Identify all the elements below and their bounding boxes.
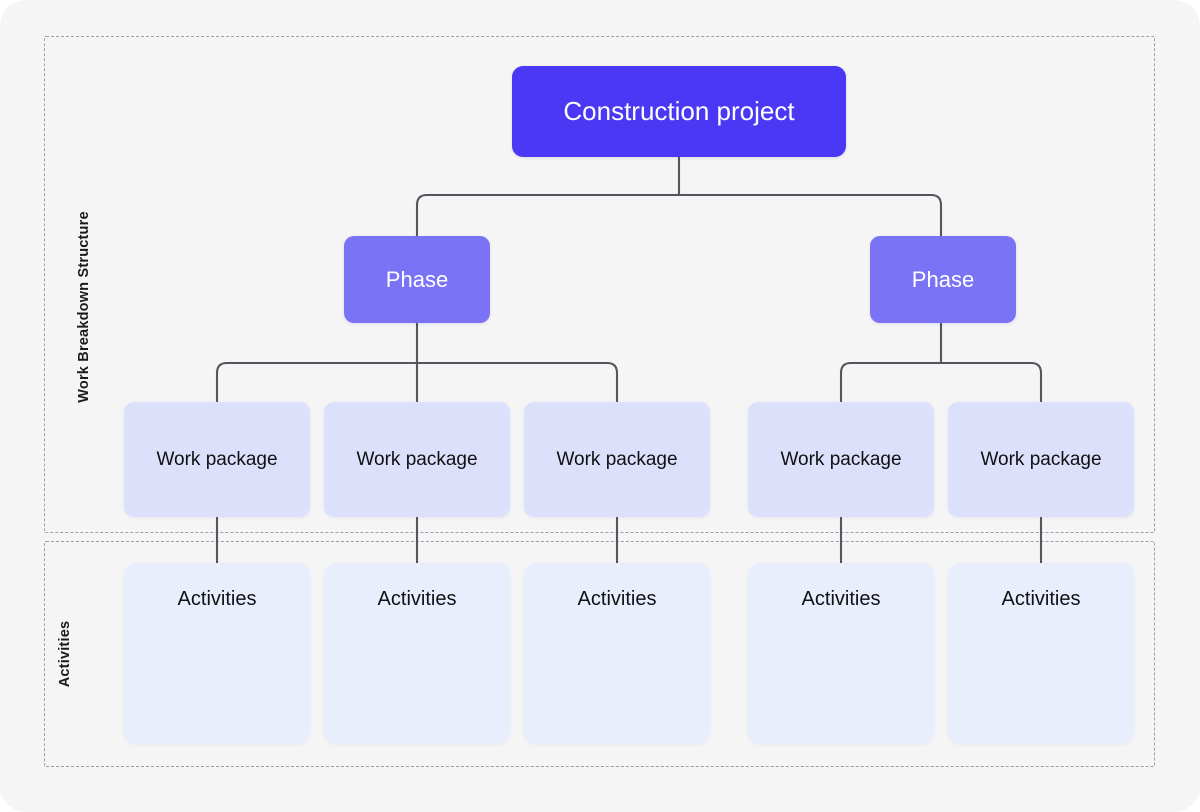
node-root-construction-project[interactable]: Construction project [512,66,846,157]
node-work-package-2[interactable]: Work package [324,402,510,517]
node-activities-5[interactable]: Activities [948,563,1134,744]
node-activities-4-label: Activities [801,588,881,610]
node-work-package-5[interactable]: Work package [948,402,1134,517]
node-phase-2-label: Phase [911,266,975,292]
node-phase-1[interactable]: Phase [344,236,490,323]
node-activities-4[interactable]: Activities [748,563,934,744]
band-label-work-breakdown-structure: Work Breakdown Structure [76,211,92,403]
node-work-package-1-label: Work package [156,449,278,470]
node-work-package-4-label: Work package [780,449,902,470]
node-work-package-4[interactable]: Work package [748,402,934,517]
node-work-package-3[interactable]: Work package [524,402,710,517]
node-activities-2-label: Activities [377,588,457,610]
node-work-package-5-label: Work package [980,449,1102,470]
node-work-package-1[interactable]: Work package [124,402,310,517]
node-activities-5-label: Activities [1001,588,1081,610]
node-root-label: Construction project [563,96,795,126]
node-activities-3[interactable]: Activities [524,563,710,744]
node-activities-1[interactable]: Activities [124,563,310,744]
node-activities-3-label: Activities [577,588,657,610]
node-work-package-2-label: Work package [356,449,478,470]
node-activities-1-label: Activities [177,588,257,610]
band-label-activities: Activities [57,620,73,688]
node-activities-2[interactable]: Activities [324,563,510,744]
activities-band-frame [44,541,1155,767]
node-phase-2[interactable]: Phase [870,236,1016,323]
node-work-package-3-label: Work package [556,449,678,470]
node-phase-1-label: Phase [385,266,449,292]
wbs-band-frame [44,36,1155,533]
